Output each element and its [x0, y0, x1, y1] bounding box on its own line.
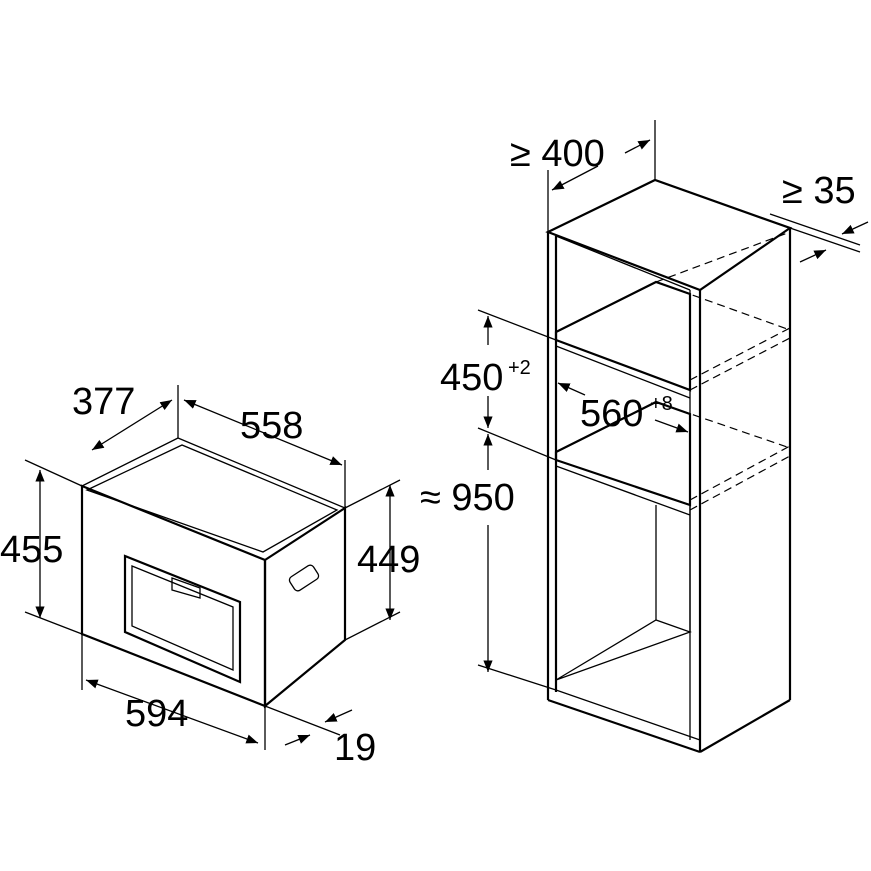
- niche-width-label: 560: [580, 393, 643, 435]
- cabinet-dimension-lines: [477, 120, 869, 691]
- appliance-depth-label: 377: [72, 381, 135, 423]
- appliance-width-top-label: 558: [240, 405, 303, 447]
- cabinet-width-label: ≥ 400: [510, 133, 605, 175]
- niche-height-label: 450: [440, 357, 503, 399]
- cabinet-gap-label: ≥ 35: [782, 170, 856, 212]
- appliance-height-label: 455: [0, 529, 63, 571]
- floor-height-label: ≈ 950: [420, 477, 515, 519]
- appliance-front-offset-label: 19: [334, 727, 376, 769]
- appliance-dimension-lines: [24, 385, 401, 750]
- appliance-side-height-label: 449: [357, 539, 420, 581]
- niche-width-tolerance: +8: [650, 393, 673, 415]
- appliance-front-width-label: 594: [125, 693, 188, 735]
- appliance-drawing: [80, 437, 347, 709]
- cabinet-drawing: [545, 178, 793, 754]
- niche-height-tolerance: +2: [508, 357, 531, 379]
